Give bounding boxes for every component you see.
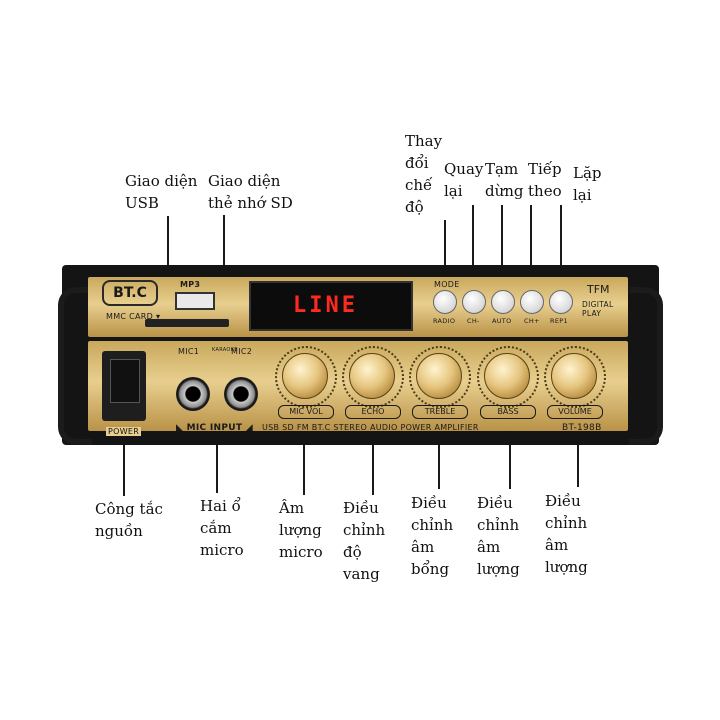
auto-label: AUTO <box>492 317 512 325</box>
callout-treble: Điều chỉnh âm bổng <box>411 494 454 578</box>
leader-line-pause <box>501 205 503 293</box>
sd-card-slot[interactable] <box>145 319 229 327</box>
mic1-label: MIC1 <box>178 347 200 356</box>
bass-knob[interactable] <box>477 346 539 408</box>
power-label: POWER <box>106 427 142 436</box>
amplifier-tagline: USB SD FM BT.C STEREO AUDIO POWER AMPLIF… <box>262 423 479 432</box>
callout-echo: Điều chỉnh độ vang <box>343 499 386 583</box>
model-number: BT-198B <box>562 423 602 433</box>
callout-mic-jacks: Hai ổ cắm micro <box>200 497 244 559</box>
usb-port[interactable] <box>175 292 215 310</box>
callout-mic-volume: Âm lượng micro <box>279 499 323 561</box>
echo-knob[interactable] <box>342 346 404 408</box>
brand-logo: BT.C <box>102 280 158 306</box>
knob-label-mic-vol: MIC VOL <box>278 405 334 419</box>
mic-volume-knob[interactable] <box>275 346 337 408</box>
callout-change-mode: Thay đổi chế độ <box>405 132 443 216</box>
callout-pause: Tạm dừng <box>485 160 524 200</box>
mic1-jack[interactable] <box>176 377 210 411</box>
mic2-jack[interactable] <box>224 377 258 411</box>
led-display: LINE <box>249 281 413 331</box>
play-pause-button[interactable] <box>491 290 515 314</box>
digital-play-label: DIGITAL PLAY <box>582 300 614 318</box>
radio-label: RADIO <box>433 317 456 325</box>
mode-label: MODE <box>434 280 460 289</box>
callout-power-switch: Công tắc nguồn <box>95 500 163 540</box>
ch-plus-label: CH+ <box>524 317 540 325</box>
leader-line-next <box>530 205 532 293</box>
mic2-label: MIC2 <box>231 347 253 356</box>
tfm-logo: TFM <box>587 283 610 296</box>
karaoke-label: KARAOKE <box>212 347 238 353</box>
callout-volume: Điều chỉnh âm lượng <box>545 492 588 576</box>
leader-line-mode <box>444 220 446 293</box>
callout-previous: Quay lại <box>444 160 484 200</box>
next-button[interactable] <box>520 290 544 314</box>
power-switch[interactable] <box>110 359 140 403</box>
leader-line-power <box>123 408 125 496</box>
left-handle <box>58 287 92 445</box>
mode-button[interactable] <box>433 290 457 314</box>
mic-input-label: ◣ MIC INPUT ◢ <box>176 423 253 433</box>
callout-next: Tiếp theo <box>528 160 562 200</box>
callout-sd-interface: Giao diện thẻ nhớ SD <box>208 172 293 212</box>
mmc-card-label: MMC CARD ▾ <box>106 312 161 321</box>
knob-label-bass: BASS <box>480 405 536 419</box>
callout-bass: Điều chỉnh âm lượng <box>477 494 520 578</box>
callout-usb-interface: Giao diện USB <box>125 172 198 212</box>
mp3-label: MP3 <box>180 280 201 289</box>
right-handle <box>629 287 663 445</box>
previous-button[interactable] <box>462 290 486 314</box>
knob-label-volume: VOLUME <box>547 405 603 419</box>
ch-minus-label: CH- <box>467 317 480 325</box>
leader-line-repeat <box>560 205 562 293</box>
leader-line-prev <box>472 205 474 293</box>
amplifier-device: BT.C MMC CARD ▾ MP3 LINE MODE RADIO CH- … <box>58 265 663 445</box>
display-text: LINE <box>293 293 358 318</box>
treble-knob[interactable] <box>409 346 471 408</box>
rep1-label: REP1 <box>550 317 568 325</box>
knob-label-treble: TREBLE <box>412 405 468 419</box>
leader-line-usb <box>167 216 169 292</box>
power-switch-housing <box>102 351 146 421</box>
knob-label-echo: ECHO <box>345 405 401 419</box>
volume-knob[interactable] <box>544 346 606 408</box>
repeat-button[interactable] <box>549 290 573 314</box>
callout-repeat: Lặp lại <box>573 164 602 204</box>
